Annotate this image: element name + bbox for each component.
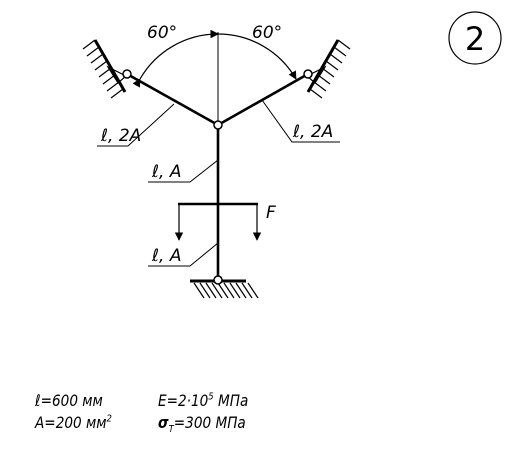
given-length: ℓ=600 мм [35, 391, 103, 410]
left-angle-arc [132, 29, 219, 88]
upper-left-rod-label: ℓ, 2A [100, 126, 141, 146]
left-hinge [122, 69, 132, 79]
given-yield-strength: σT=300 МПа [158, 413, 246, 436]
right-angle-label: 60° [252, 23, 282, 43]
given-area: A=200 мм2 [35, 413, 112, 432]
center-hinge [213, 120, 223, 130]
lower-leader [148, 242, 219, 267]
left-angle-label: 60° [147, 23, 177, 43]
right-angle-arc [210, 29, 297, 80]
upper-right-rod [217, 72, 309, 127]
bottom-hinge [213, 275, 223, 285]
middle-leader [148, 159, 219, 183]
middle-rod-label: ℓ, A [151, 162, 181, 182]
upper-right-leader [261, 99, 340, 143]
left-wall-support [82, 39, 128, 99]
force-label: F [266, 203, 276, 223]
lower-rod-label: ℓ, A [151, 246, 181, 266]
right-wall-support [305, 39, 351, 99]
given-modulus: E=2·105 МПа [158, 391, 249, 410]
figure-number-circle [448, 11, 502, 65]
upper-left-rod [126, 72, 219, 127]
right-hinge [303, 69, 313, 79]
upper-left-leader [97, 103, 175, 147]
figure-number: 2 [465, 20, 485, 58]
upper-right-rod-label: ℓ, 2A [292, 122, 333, 142]
ground-support [190, 279, 259, 299]
